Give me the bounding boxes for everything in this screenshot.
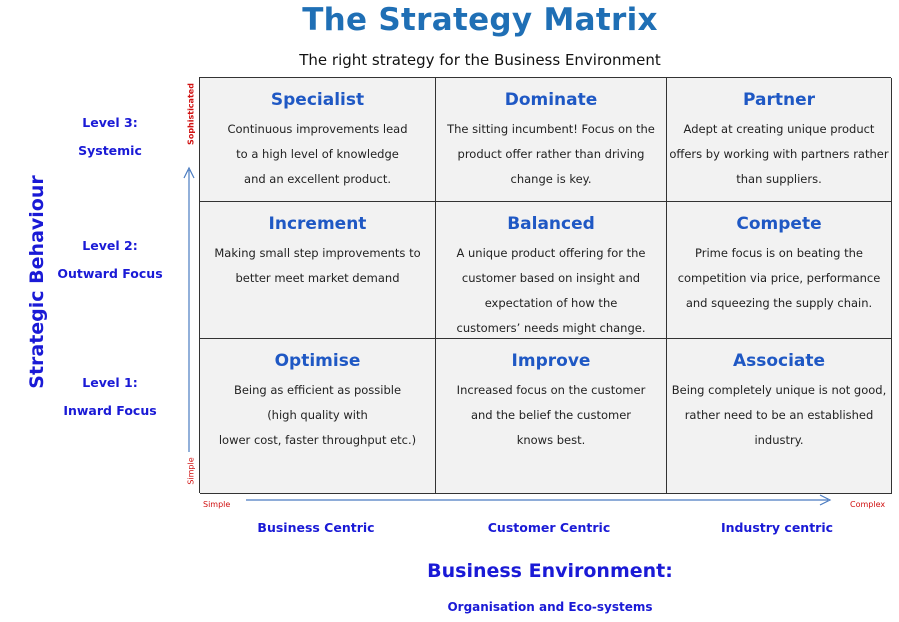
level-3-label: Level 3: Systemic bbox=[50, 109, 170, 165]
cell-text: change is key. bbox=[510, 172, 592, 186]
cell-specialist: Specialist Continuous improvements lead … bbox=[200, 78, 436, 202]
cell-text: Making small step improvements to bbox=[214, 246, 421, 260]
cell-dominate: Dominate The sitting incumbent! Focus on… bbox=[436, 78, 667, 202]
cell-increment: Increment Making small step improvements… bbox=[200, 202, 436, 339]
cell-text: customer based on insight and bbox=[461, 271, 641, 285]
cell-text: (high quality with bbox=[267, 408, 368, 422]
cell-text: lower cost, faster throughput etc.) bbox=[218, 433, 417, 447]
column-label-business: Business Centric bbox=[257, 520, 375, 535]
cell-text: expectation of how the bbox=[484, 296, 618, 310]
level-3-number: Level 3: bbox=[82, 115, 138, 130]
cell-title: Balanced bbox=[507, 214, 595, 234]
y-axis-bottom-label: Simple bbox=[186, 457, 196, 485]
cell-title: Compete bbox=[736, 214, 822, 234]
cell-compete: Compete Prime focus is on beating the co… bbox=[667, 202, 892, 339]
cell-text: competition via price, performance bbox=[677, 271, 881, 285]
level-1-label: Level 1: Inward Focus bbox=[50, 369, 170, 425]
x-axis-right-label: Complex bbox=[850, 500, 886, 509]
cell-title: Partner bbox=[742, 90, 815, 110]
column-label-customer: Customer Centric bbox=[487, 520, 611, 535]
level-2-name: Outward Focus bbox=[57, 266, 163, 281]
cell-text: than suppliers. bbox=[736, 172, 822, 186]
cell-text: Being completely unique is not good, bbox=[671, 383, 887, 397]
cell-balanced: Balanced A unique product offering for t… bbox=[436, 202, 667, 339]
strategy-matrix: Specialist Continuous improvements lead … bbox=[199, 77, 892, 494]
level-3-name: Systemic bbox=[78, 143, 142, 158]
cell-text: and the belief the customer bbox=[470, 408, 632, 422]
cell-text: The sitting incumbent! Focus on the bbox=[447, 122, 655, 136]
cell-text: Prime focus is on beating the bbox=[695, 246, 863, 260]
cell-text: and squeezing the supply chain. bbox=[685, 296, 873, 310]
cell-text: to a high level of knowledge bbox=[236, 147, 399, 161]
cell-associate: Associate Being completely unique is not… bbox=[667, 339, 892, 494]
cell-text: rather need to be an established bbox=[684, 408, 874, 422]
cell-text: Continuous improvements lead bbox=[227, 122, 408, 136]
level-1-number: Level 1: bbox=[82, 375, 138, 390]
cell-title: Improve bbox=[511, 351, 591, 371]
cell-text: knows best. bbox=[516, 433, 586, 447]
x-axis-arrowhead bbox=[819, 494, 832, 506]
cell-text: offers by working with partners rather bbox=[669, 147, 889, 161]
cell-partner: Partner Adept at creating unique product… bbox=[667, 78, 892, 202]
y-axis-title: Strategic Behaviour bbox=[26, 175, 48, 389]
cell-text: A unique product offering for the bbox=[456, 246, 646, 260]
x-axis-subtitle: Organisation and Eco-systems bbox=[447, 600, 653, 614]
cell-text: Increased focus on the customer bbox=[456, 383, 646, 397]
level-2-label: Level 2: Outward Focus bbox=[50, 232, 170, 288]
cell-text: product offer rather than driving bbox=[457, 147, 645, 161]
page-subtitle: The right strategy for the Business Envi… bbox=[299, 51, 661, 69]
cell-title: Associate bbox=[732, 351, 826, 371]
cell-improve: Improve Increased focus on the customer … bbox=[436, 339, 667, 494]
level-2-number: Level 2: bbox=[82, 238, 138, 253]
cell-title: Specialist bbox=[270, 90, 365, 110]
cell-title: Dominate bbox=[504, 90, 598, 110]
cell-text: Being as efficient as possible bbox=[233, 383, 402, 397]
cell-text: and an excellent product. bbox=[244, 172, 391, 186]
x-axis-title: Business Environment: bbox=[427, 560, 673, 582]
cell-text: better meet market demand bbox=[235, 271, 400, 285]
cell-text: Adept at creating unique product bbox=[683, 122, 875, 136]
cell-optimise: Optimise Being as efficient as possible … bbox=[200, 339, 436, 494]
level-1-name: Inward Focus bbox=[63, 403, 157, 418]
page-title: The Strategy Matrix bbox=[302, 2, 658, 38]
cell-text: industry. bbox=[754, 433, 804, 447]
cell-title: Increment bbox=[268, 214, 367, 234]
y-axis-top-label: Sophisticated bbox=[186, 83, 196, 145]
x-axis-left-label: Simple bbox=[203, 500, 231, 509]
column-label-industry: Industry centric bbox=[720, 520, 834, 535]
y-axis-arrowhead bbox=[183, 166, 195, 179]
cell-title: Optimise bbox=[274, 351, 361, 371]
cell-text: customers’ needs might change. bbox=[456, 321, 646, 335]
